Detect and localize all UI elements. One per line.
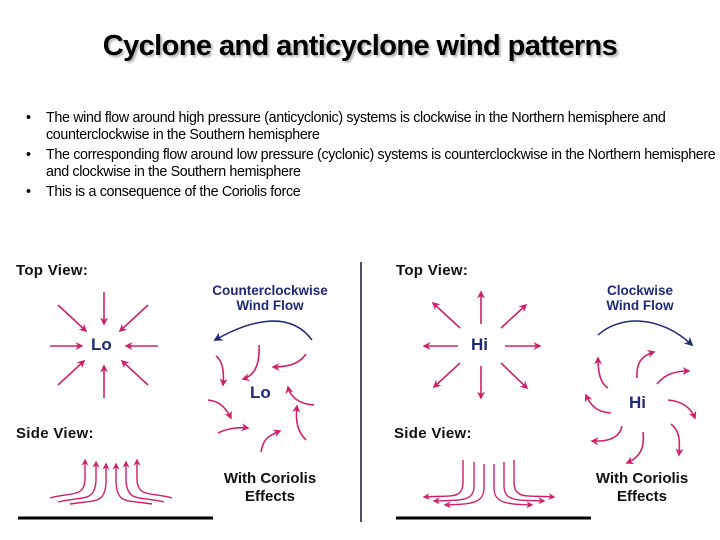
bullet-item: This is a consequence of the Coriolis fo…: [26, 184, 716, 201]
high-coriolis-label: With Coriolis Effects: [572, 470, 712, 506]
wind-pattern-diagram: Top View: Lo Counterclockwise Wind Flow …: [0, 250, 720, 540]
coriolis-line2: Effects: [244, 488, 296, 505]
counterclockwise-arrow: [213, 320, 313, 341]
low-top-view-label: Top View:: [16, 262, 89, 279]
flow-label-line1: Clockwise: [606, 283, 674, 298]
flow-label-line2: Wind Flow: [236, 298, 304, 313]
clockwise-arrow: [597, 320, 694, 347]
low-coriolis-center-label: Lo: [250, 383, 271, 402]
high-downdraft-arrows: [422, 460, 556, 509]
low-coriolis-label: With Coriolis Effects: [200, 470, 340, 506]
low-converging-arrows: [50, 292, 158, 398]
high-spiral-arrows: [584, 349, 697, 464]
coriolis-line2: Effects: [616, 488, 668, 505]
high-top-view-label: Top View:: [396, 262, 469, 279]
diagram-graphics: [18, 262, 697, 522]
low-side-view-label: Side View:: [16, 425, 94, 442]
flow-label-line1: Counterclockwise: [212, 283, 328, 298]
low-updraft-arrows: [49, 458, 173, 505]
bullet-item: The corresponding flow around low pressu…: [26, 147, 716, 181]
high-coriolis-center-label: Hi: [629, 393, 646, 412]
bullet-item: The wind flow around high pressure (anti…: [26, 110, 716, 144]
high-side-view-label: Side View:: [394, 425, 472, 442]
coriolis-line1: With Coriolis: [223, 470, 317, 487]
counterclockwise-flow-label: Counterclockwise Wind Flow: [196, 283, 344, 313]
high-diverging-arrows: [422, 290, 542, 400]
slide-title: Cyclone and anticyclone wind patterns: [102, 30, 618, 62]
high-center-label: Hi: [471, 335, 488, 354]
bullet-list: The wind flow around high pressure (anti…: [26, 110, 716, 204]
flow-label-line2: Wind Flow: [606, 298, 674, 313]
clockwise-flow-label: Clockwise Wind Flow: [580, 283, 700, 313]
low-spiral-arrows: [207, 344, 315, 453]
low-center-label: Lo: [91, 335, 112, 354]
coriolis-line1: With Coriolis: [595, 470, 689, 487]
